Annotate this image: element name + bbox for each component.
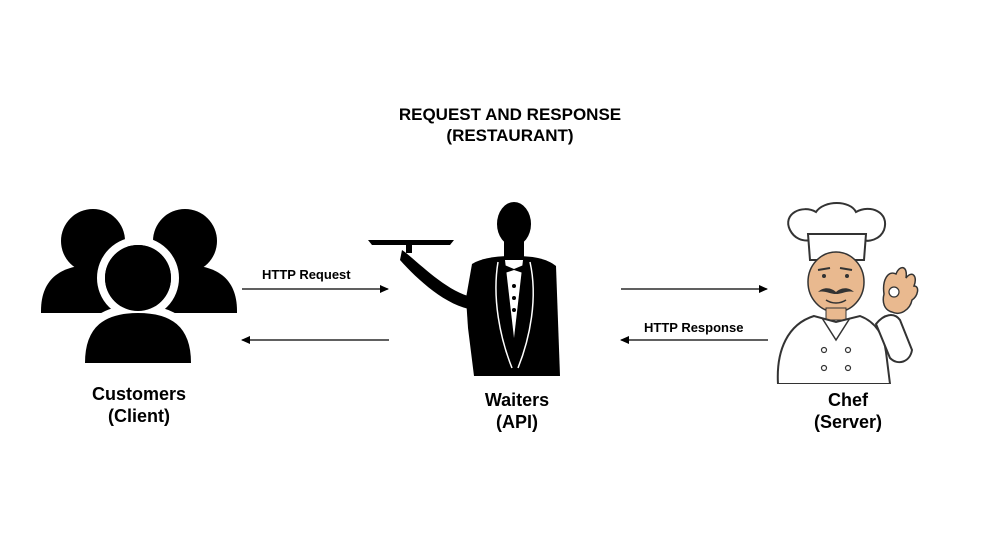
customers-role: (Client): [108, 406, 170, 426]
waiter-icon: [368, 202, 560, 376]
chef-icon: [776, 202, 919, 384]
http-response-label: HTTP Response: [644, 320, 744, 335]
waiters-label: Waiters (API): [457, 389, 577, 433]
chef-name: Chef: [828, 390, 868, 410]
chef-label: Chef (Server): [788, 389, 908, 433]
title-line-1: REQUEST AND RESPONSE: [398, 105, 622, 124]
waiters-name: Waiters: [484, 390, 550, 410]
customers-group-icon: [41, 209, 237, 370]
waiters-role: (API): [496, 412, 538, 432]
title-line-2: (RESTAURANT): [446, 126, 574, 145]
customers-label: Customers (Client): [79, 383, 199, 427]
diagram-title: REQUEST AND RESPONSE (RESTAURANT): [360, 104, 660, 146]
chef-role: (Server): [813, 412, 883, 432]
http-request-label: HTTP Request: [262, 267, 351, 282]
customers-name: Customers: [91, 384, 187, 404]
